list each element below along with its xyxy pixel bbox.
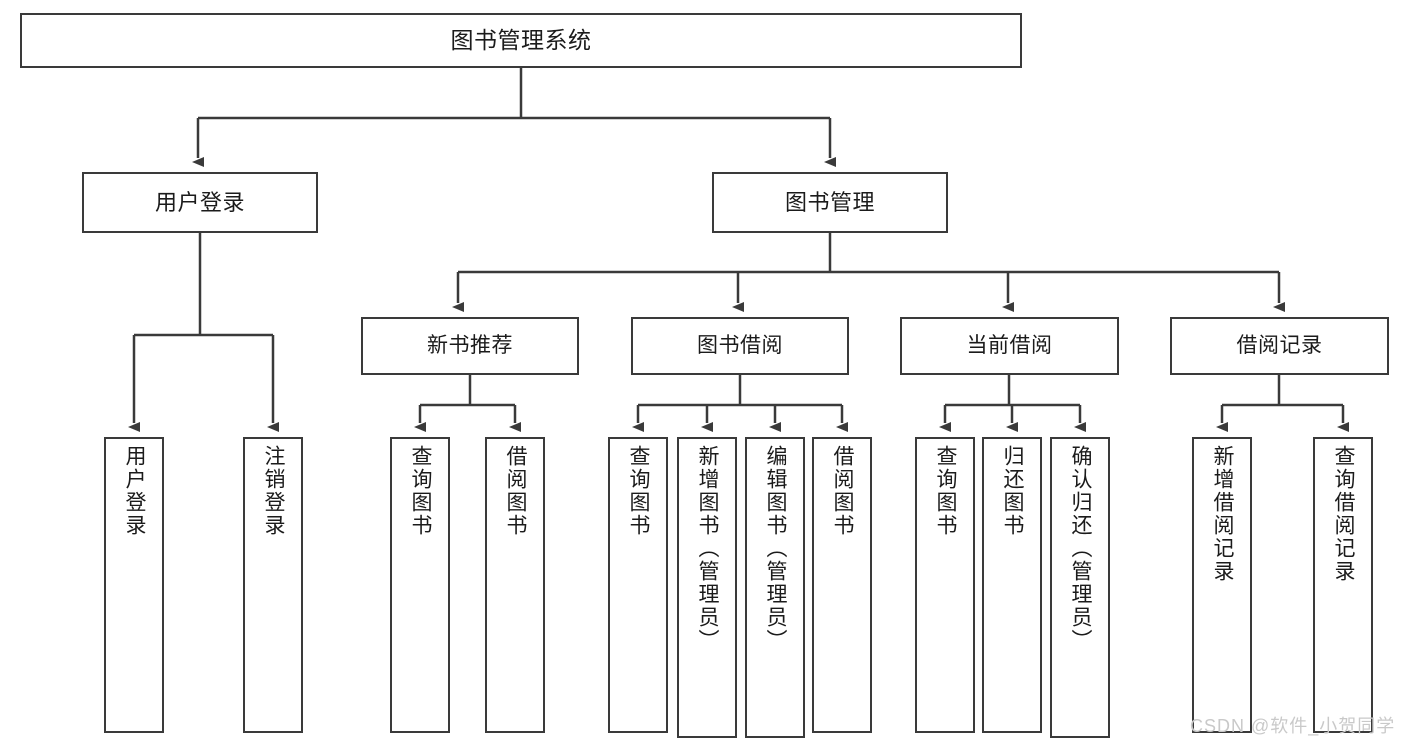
node-leaf-logout[interactable]: 注销登录: [243, 437, 303, 733]
node-leaf-query-book-3[interactable]: 查询图书: [915, 437, 975, 733]
node-leaf-query-book-1[interactable]: 查询图书: [390, 437, 450, 733]
node-user-login-label: 用户登录: [154, 189, 245, 215]
node-current-borrow[interactable]: 当前借阅: [900, 317, 1119, 375]
node-current-borrow-label: 当前借阅: [966, 333, 1053, 357]
node-new-book-recommend-label: 新书推荐: [427, 333, 513, 357]
node-leaf-add-book-label: 新增图书（管理员）: [696, 445, 720, 652]
node-leaf-confirm-return-label: 确认归还（管理员）: [1069, 445, 1093, 652]
node-leaf-borrow-book-1[interactable]: 借阅图书: [485, 437, 545, 733]
node-leaf-edit-book[interactable]: 编辑图书（管理员）: [745, 437, 805, 738]
node-leaf-query-book-3-label: 查询图书: [934, 445, 958, 537]
node-leaf-query-record[interactable]: 查询借阅记录: [1313, 437, 1373, 733]
node-leaf-user-login[interactable]: 用户登录: [104, 437, 164, 733]
node-leaf-return-book-label: 归还图书: [1001, 445, 1025, 537]
node-leaf-borrow-book-2-label: 借阅图书: [831, 445, 855, 537]
node-leaf-logout-label: 注销登录: [262, 445, 286, 537]
node-leaf-borrow-book-1-label: 借阅图书: [504, 445, 528, 537]
node-book-borrow[interactable]: 图书借阅: [631, 317, 849, 375]
csdn-watermark: CSDN @软件_小贺同学: [1190, 716, 1396, 736]
node-leaf-query-record-label: 查询借阅记录: [1332, 445, 1356, 583]
node-leaf-add-record-label: 新增借阅记录: [1211, 445, 1235, 583]
node-book-manage[interactable]: 图书管理: [712, 172, 948, 233]
node-borrow-record[interactable]: 借阅记录: [1170, 317, 1389, 375]
node-leaf-query-book-2-label: 查询图书: [627, 445, 651, 537]
node-user-login[interactable]: 用户登录: [82, 172, 318, 233]
node-leaf-edit-book-label: 编辑图书（管理员）: [764, 445, 788, 652]
node-book-manage-label: 图书管理: [784, 189, 875, 215]
node-new-book-recommend[interactable]: 新书推荐: [361, 317, 579, 375]
node-leaf-user-login-label: 用户登录: [123, 445, 147, 537]
node-leaf-return-book[interactable]: 归还图书: [982, 437, 1042, 733]
node-borrow-record-label: 借阅记录: [1236, 333, 1323, 357]
node-root-label: 图书管理系统: [450, 26, 592, 53]
node-leaf-borrow-book-2[interactable]: 借阅图书: [812, 437, 872, 733]
node-leaf-query-book-2[interactable]: 查询图书: [608, 437, 668, 733]
node-leaf-add-book[interactable]: 新增图书（管理员）: [677, 437, 737, 738]
node-leaf-confirm-return[interactable]: 确认归还（管理员）: [1050, 437, 1110, 738]
node-book-borrow-label: 图书借阅: [697, 333, 783, 357]
node-leaf-add-record[interactable]: 新增借阅记录: [1192, 437, 1252, 733]
node-root[interactable]: 图书管理系统: [20, 13, 1022, 68]
node-leaf-query-book-1-label: 查询图书: [409, 445, 433, 537]
